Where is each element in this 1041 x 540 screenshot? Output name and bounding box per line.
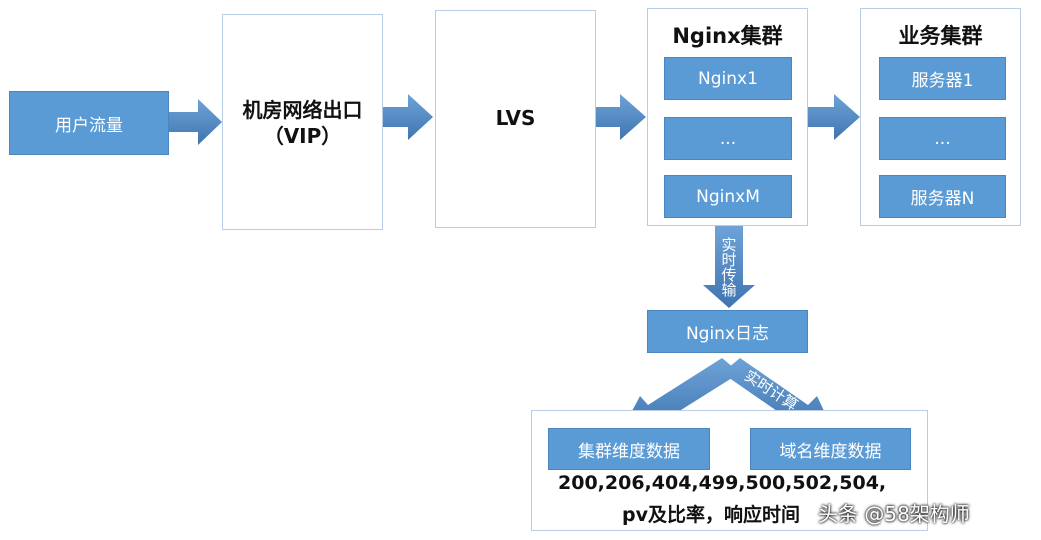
watermark: 头条 @58架构师 — [818, 502, 970, 526]
edge-label-realtime-transfer: 实时传输 — [719, 237, 738, 297]
biz-cluster-title: 业务集群 — [898, 24, 983, 48]
arrow-user-to-datacenter — [168, 99, 222, 145]
lvs-title: LVS — [495, 106, 536, 130]
node-datacenter-exit: 机房网络出口 （VIP） — [222, 14, 383, 230]
nginx-item-ellipsis: ... — [664, 117, 792, 160]
metrics-line-2: pv及比率，响应时间 — [622, 504, 800, 526]
node-lvs: LVS — [435, 10, 596, 228]
nginx-item-m: NginxM — [664, 175, 792, 218]
nginx-cluster-title: Nginx集群 — [672, 24, 783, 48]
biz-item-n: 服务器N — [879, 175, 1006, 218]
datacenter-title-line1: 机房网络出口 — [242, 97, 363, 122]
node-nginx-log: Nginx日志 — [647, 310, 808, 353]
nginx-item-1: Nginx1 — [664, 57, 792, 100]
arrow-nginx-to-biz — [808, 94, 860, 140]
arrow-datacenter-to-lvs — [383, 94, 433, 140]
arrow-nginx-to-log — [703, 226, 755, 308]
biz-item-ellipsis: ... — [879, 117, 1006, 160]
node-user-traffic: 用户流量 — [9, 91, 169, 155]
datacenter-title-line2: （VIP） — [263, 123, 342, 148]
arrow-lvs-to-nginx — [596, 94, 646, 140]
metrics-line-1: 200,206,404,499,500,502,504, — [558, 472, 887, 494]
node-domain-dim-data: 域名维度数据 — [750, 428, 911, 470]
node-cluster-dim-data: 集群维度数据 — [548, 428, 710, 470]
biz-item-1: 服务器1 — [879, 57, 1006, 100]
